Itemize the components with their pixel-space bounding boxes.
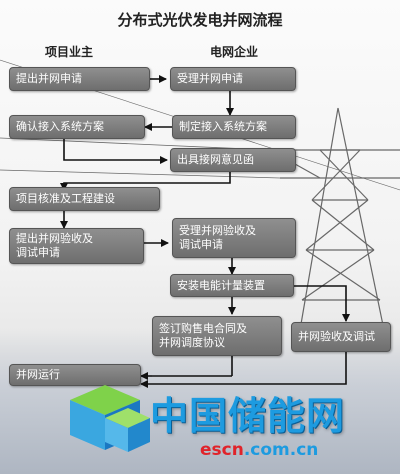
step-draft-access-plan: 制定接入系统方案 (172, 115, 296, 139)
step-label: 并网验收及调试 (298, 330, 375, 343)
step-label: 签订购售电合同及 并网调度协议 (159, 322, 247, 349)
page-title: 分布式光伏发电并网流程 (117, 11, 283, 29)
step-approval-construction: 项目核准及工程建设 (9, 187, 160, 211)
watermark-url-prefix: escn (200, 440, 244, 460)
step-accept-acceptance-request: 受理并网验收及 调试申请 (172, 218, 296, 258)
watermark-url: escn.com.cn (200, 440, 318, 460)
step-confirm-access-plan: 确认接入系统方案 (9, 115, 145, 139)
watermark-url-suffix: .com.cn (243, 440, 319, 460)
watermark-text: 中国储能网 (150, 394, 346, 438)
step-submit-application: 提出并网申请 (9, 67, 150, 91)
step-grid-operation: 并网运行 (9, 364, 141, 386)
step-install-metering: 安装电能计量装置 (170, 274, 294, 297)
step-label: 制定接入系统方案 (179, 120, 267, 133)
step-label: 项目核准及工程建设 (16, 192, 115, 205)
column-header-owner: 项目业主 (45, 45, 94, 59)
step-grid-acceptance: 并网验收及调试 (291, 322, 391, 352)
step-label: 安装电能计量装置 (177, 278, 265, 292)
step-label: 提出并网申请 (16, 72, 82, 85)
step-label: 提出并网验收及 调试申请 (16, 232, 93, 259)
step-sign-contracts: 签订购售电合同及 并网调度协议 (152, 316, 282, 356)
step-label: 并网运行 (16, 368, 60, 381)
step-label: 受理并网申请 (177, 72, 243, 85)
step-label: 确认接入系统方案 (16, 120, 104, 133)
step-label: 受理并网验收及 调试申请 (179, 224, 256, 251)
step-label: 出具接网意见函 (177, 153, 254, 166)
step-issue-opinion-letter: 出具接网意见函 (170, 148, 296, 172)
column-header-grid: 电网企业 (210, 45, 259, 59)
step-accept-application: 受理并网申请 (170, 67, 296, 91)
step-submit-acceptance-request: 提出并网验收及 调试申请 (9, 228, 144, 264)
